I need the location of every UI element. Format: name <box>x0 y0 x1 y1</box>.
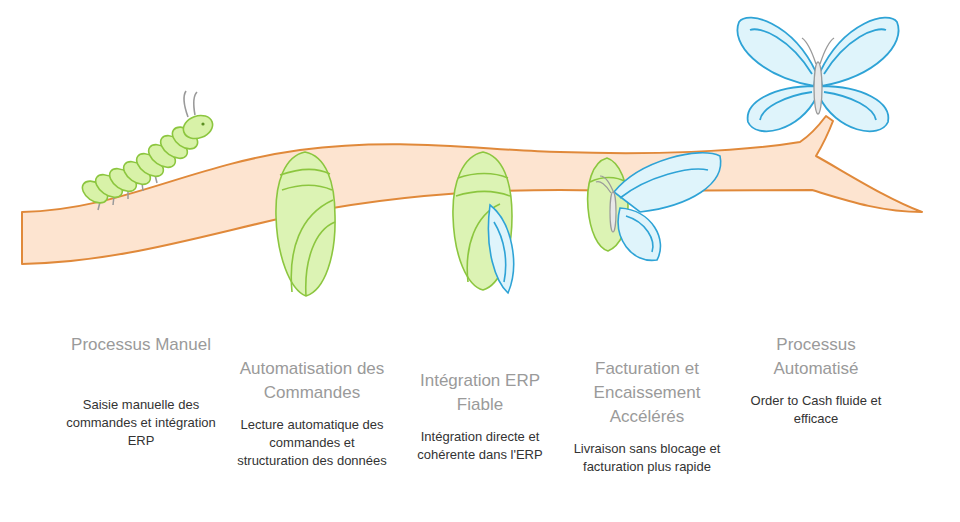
caterpillar <box>78 91 215 210</box>
stage-title: Facturation et Encaissement Accélérés <box>567 357 727 429</box>
chrysalis <box>276 152 335 296</box>
stage-title: Intégration ERP Fiable <box>400 369 560 417</box>
emerging-butterfly <box>588 153 721 261</box>
stage-title: Automatisation des Commandes <box>232 357 392 405</box>
stage-description: Order to Cash fluide et efficace <box>741 392 891 428</box>
chrysalis-opening <box>453 152 514 293</box>
stage-description: Intégration directe et cohérente dans l'… <box>405 428 555 464</box>
stage-description: Saisie manuelle des commandes et intégra… <box>66 396 216 450</box>
stage-title: Processus Manuel <box>61 333 221 357</box>
butterfly <box>737 18 898 132</box>
stage-description: Lecture automatique des commandes et str… <box>237 416 387 470</box>
stage-title: Processus Automatisé <box>736 333 896 381</box>
stage-description: Livraison sans blocage et facturation pl… <box>572 440 722 476</box>
